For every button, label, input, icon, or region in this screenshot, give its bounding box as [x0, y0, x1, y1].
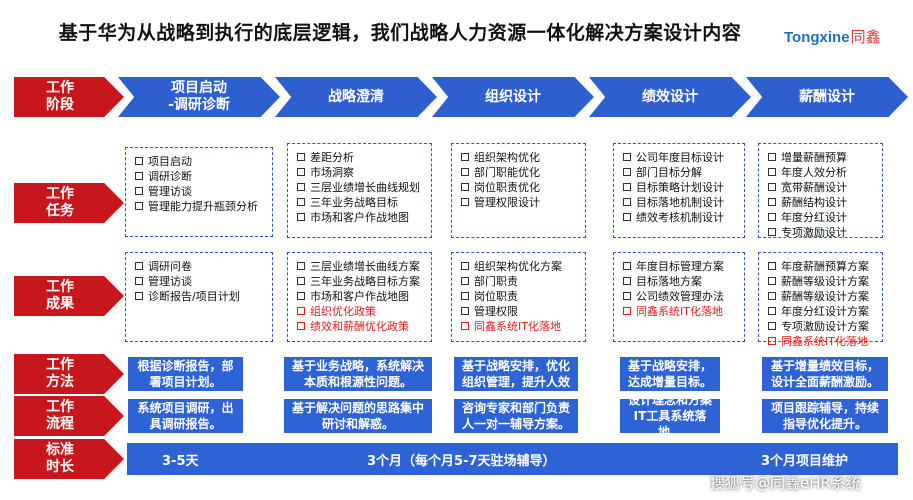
task-item: 部门目标分解	[622, 165, 736, 180]
tasks-box-compensation: 增量薪酬预算年度人效分析宽带薪酬设计薪酬结构设计年度分红设计专项激励设计	[758, 143, 883, 240]
result-item: 三层业绩增长曲线方案	[296, 259, 423, 274]
method-organization: 基于战略安排，优化组织管理，提升人效	[454, 357, 578, 391]
method-performance: 基于战略安排，达成增量目标。	[620, 357, 720, 391]
result-item: 目标落地方案	[622, 274, 736, 289]
phase-organization: 组织设计	[432, 77, 594, 117]
results-box-kickoff: 调研问卷管理访谈诊断报告/项目计划	[125, 252, 273, 342]
flow-kickoff: 系统项目调研，出具调研报告。	[128, 399, 243, 433]
task-item: 差距分析	[296, 150, 423, 165]
result-item: 年度分红设计方案	[767, 304, 874, 319]
task-item: 目标策略计划设计	[622, 180, 736, 195]
result-item: 同鑫系统IT化落地	[767, 334, 874, 349]
result-item: 薪酬等级设计方案	[767, 274, 874, 289]
result-item: 专项激励设计方案	[767, 319, 874, 334]
row-label-stage: 工作阶段	[14, 77, 124, 117]
task-item: 管理权限设计	[460, 195, 577, 210]
tasks-box-performance: 公司年度目标设计部门目标分解目标策略计划设计目标落地机制设计绩效考核机制设计	[613, 143, 745, 238]
duration-last: 3个月项目维护	[761, 454, 849, 469]
result-item: 组织优化政策	[296, 304, 423, 319]
results-box-strategy: 三层业绩增长曲线方案三年业务战略目标方案市场和客户作战地图组织优化政策绩效和薪酬…	[287, 252, 432, 342]
row-label-results: 工作成果	[14, 276, 124, 316]
flow-organization: 咨询专家和部门负责人一对一辅导方案。	[454, 399, 578, 433]
result-item: 薪酬等级设计方案	[767, 289, 874, 304]
task-item: 管理访谈	[134, 184, 264, 199]
phase-kickoff: 项目启动-调研诊断	[118, 77, 280, 117]
tasks-box-strategy: 差距分析市场洞察三层业绩增长曲线规划三年业务战略目标市场和客户作战地图	[287, 143, 432, 238]
row-label-tasks: 工作任务	[14, 183, 124, 223]
result-item: 调研问卷	[134, 259, 264, 274]
result-item: 管理访谈	[134, 274, 264, 289]
task-item: 组织架构优化	[460, 150, 577, 165]
company-logo: Tongxine同鑫	[784, 29, 881, 46]
watermark: 搜狐号@同鑫eHR系统	[710, 474, 861, 492]
phase-compensation: 薪酬设计	[746, 77, 908, 117]
result-item: 组织架构优化方案	[460, 259, 577, 274]
flow-compensation: 项目跟踪辅导，持续指导优化提升。	[762, 399, 888, 433]
result-item: 市场和客户作战地图	[296, 289, 423, 304]
task-item: 年度分红设计	[767, 210, 874, 225]
page-title: 基于华为从战略到执行的底层逻辑，我们战略人力资源一体化解决方案设计内容	[58, 22, 742, 44]
result-item: 绩效和薪酬优化政策	[296, 319, 423, 334]
row-label-duration: 标准时长	[14, 439, 124, 479]
task-item: 市场和客户作战地图	[296, 210, 423, 225]
task-item: 宽带薪酬设计	[767, 180, 874, 195]
row-label-flow: 工作流程	[14, 396, 124, 436]
method-compensation: 基于增量绩效目标，设计全面薪酬激励。	[762, 357, 888, 391]
task-item: 绩效考核机制设计	[622, 210, 736, 225]
result-item: 部门职责	[460, 274, 577, 289]
phase-strategy: 战略澄清	[275, 77, 437, 117]
tasks-box-kickoff: 项目启动调研诊断管理访谈管理能力提升瓶颈分析	[125, 147, 273, 237]
method-strategy: 基于业务战略，系统解决本质和根源性问题。	[284, 357, 432, 391]
row-label-method: 工作方法	[14, 354, 124, 394]
task-item: 调研诊断	[134, 169, 264, 184]
result-item: 同鑫系统IT化落地	[622, 304, 736, 319]
duration-middle: 3个月（每个月5-7天驻场辅导）	[367, 454, 556, 469]
task-item: 增量薪酬预算	[767, 150, 874, 165]
method-kickoff: 根据诊断报告，部署项目计划。	[128, 357, 243, 391]
duration-first: 3-5天	[162, 454, 199, 469]
task-item: 部门职能优化	[460, 165, 577, 180]
result-item: 公司绩效管理办法	[622, 289, 736, 304]
task-item: 公司年度目标设计	[622, 150, 736, 165]
task-item: 专项激励设计	[767, 225, 874, 240]
task-item: 管理能力提升瓶颈分析	[134, 199, 264, 214]
task-item: 薪酬结构设计	[767, 195, 874, 210]
result-item: 年度薪酬预算方案	[767, 259, 874, 274]
task-item: 岗位职责优化	[460, 180, 577, 195]
result-item: 管理权限	[460, 304, 577, 319]
result-item: 诊断报告/项目计划	[134, 289, 264, 304]
flow-strategy: 基于解决问题的思路集中研讨和解惑。	[284, 399, 432, 433]
result-item: 同鑫系统IT化落地	[460, 319, 577, 334]
tasks-box-organization: 组织架构优化部门职能优化岗位职责优化管理权限设计	[451, 143, 586, 238]
task-item: 三年业务战略目标	[296, 195, 423, 210]
results-box-compensation: 年度薪酬预算方案薪酬等级设计方案薪酬等级设计方案年度分红设计方案专项激励设计方案…	[758, 252, 883, 348]
result-item: 岗位职责	[460, 289, 577, 304]
phase-performance: 绩效设计	[589, 77, 751, 117]
flow-performance: 设计理念和方案IT工具系统落地。	[620, 393, 720, 439]
duration-bar: 3-5天 3个月（每个月5-7天驻场辅导） 3个月项目维护	[127, 443, 898, 475]
task-item: 年度人效分析	[767, 165, 874, 180]
results-box-organization: 组织架构优化方案部门职责岗位职责管理权限同鑫系统IT化落地	[451, 252, 586, 342]
task-item: 市场洞察	[296, 165, 423, 180]
results-box-performance: 年度目标管理方案目标落地方案公司绩效管理办法同鑫系统IT化落地	[613, 252, 745, 342]
task-item: 目标落地机制设计	[622, 195, 736, 210]
task-item: 项目启动	[134, 154, 264, 169]
task-item: 三层业绩增长曲线规划	[296, 180, 423, 195]
result-item: 年度目标管理方案	[622, 259, 736, 274]
result-item: 三年业务战略目标方案	[296, 274, 423, 289]
